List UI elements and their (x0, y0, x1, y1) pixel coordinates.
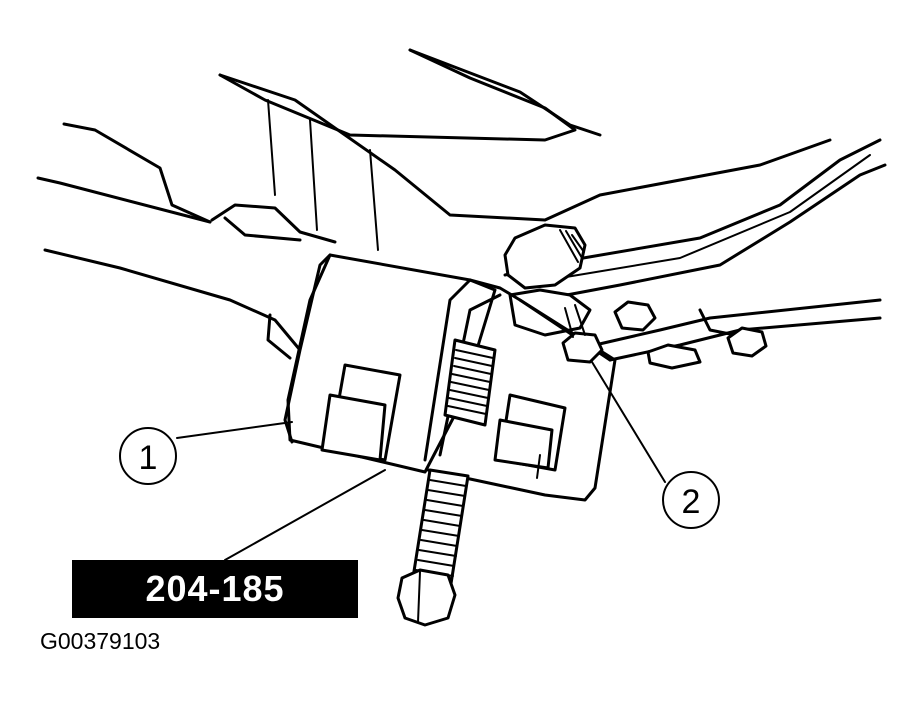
control-arm (503, 138, 887, 370)
forcing-screw (396, 468, 470, 627)
leader-lines (176, 361, 666, 561)
nut (561, 304, 604, 364)
chassis-outlines (36, 48, 832, 360)
puller-tool (283, 253, 617, 502)
callout-2-number: 2 (682, 483, 701, 521)
callout-1: 1 (119, 427, 177, 485)
callout-1-number: 1 (139, 439, 158, 477)
figure-id: G00379103 (40, 628, 161, 654)
tool-number-label: 204-185 (72, 560, 358, 618)
callout-2: 2 (662, 471, 720, 529)
